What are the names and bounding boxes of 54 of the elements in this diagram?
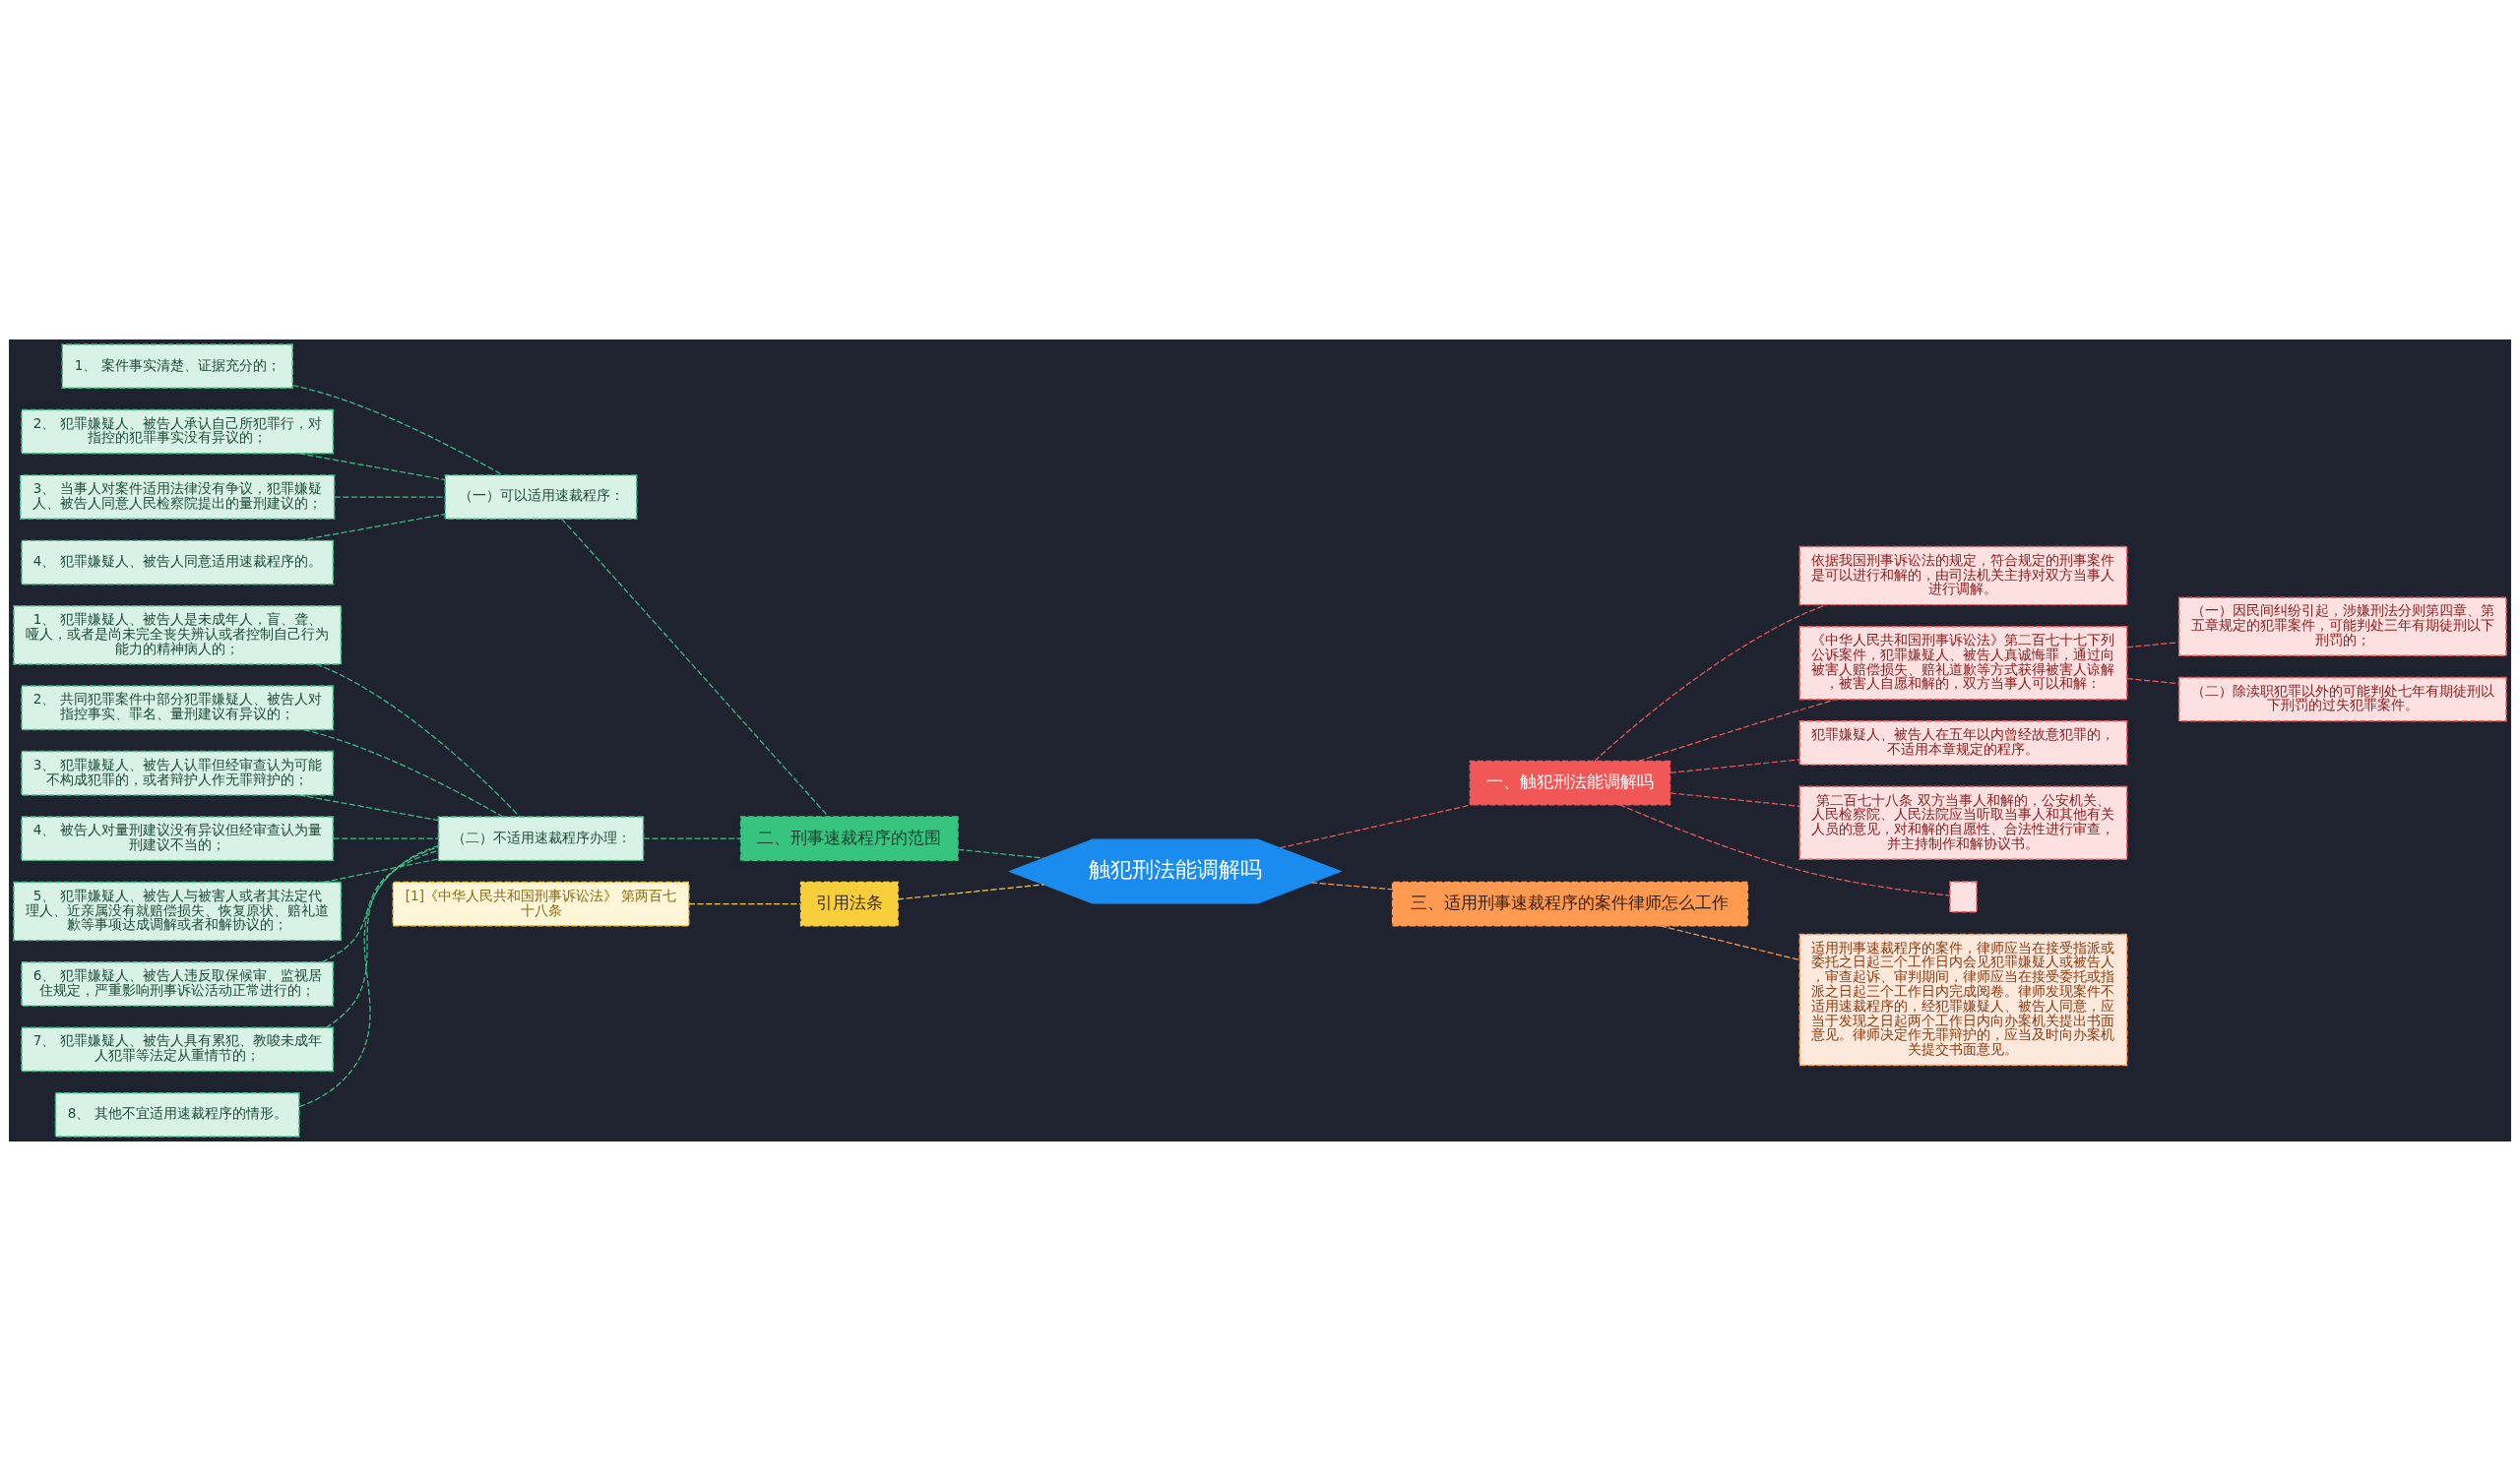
connector	[1638, 699, 1837, 762]
connector	[2126, 642, 2179, 648]
connector	[325, 846, 439, 1028]
node-box: 5、 犯罪嫌疑人、被告人与被害人或者其法定代理人、近亲属没有就赔偿损失、恢复原状、赔礼道歉等事项达成调解或者和解协议的；	[13, 881, 343, 942]
connector	[291, 384, 504, 476]
connector	[1279, 804, 1474, 849]
connector	[321, 849, 439, 963]
node-box: 犯罪嫌疑人、被告人在五年以内曾经故意犯罪的，不适用本章规定的程序。	[1798, 720, 2128, 766]
node-box: 7、 犯罪嫌疑人、被告人具有累犯、教唆未成年人犯罪等法定从重情节的；	[21, 1026, 335, 1073]
connector	[897, 884, 1045, 900]
node-box: 1、 案件事实清楚、证据充分的；	[61, 343, 293, 389]
connector	[315, 663, 521, 818]
connector	[561, 518, 830, 818]
node-box: 2、 犯罪嫌疑人、被告人承认自己所犯罪行，对指控的犯罪事实没有异议的；	[21, 408, 335, 455]
node-box: （二）不适用速裁程序办理：	[437, 816, 645, 862]
connector	[298, 513, 446, 541]
node-box: 《中华人民共和国刑事诉讼法》第二百七十七下列公诉案件，犯罪嫌疑人、被告人真诚悔罪，通过向被害人赔偿损失、赔礼道歉等方式获得被害人谅解，被害人自愿和解的，双方当事人可以和解：	[1798, 626, 2128, 701]
node-box: 依据我国刑事诉讼法的规定，符合规定的刑事案件是可以进行和解的，由司法机关主持对双方当事人进行调解。	[1798, 545, 2128, 606]
connector	[303, 728, 504, 818]
connector	[1594, 604, 1828, 762]
node-box: 第二百七十八条 双方当事人和解的，公安机关、人民检察院、人民法院应当听取当事人和其他有关人员的意见，对和解的自愿性、合法性进行审查，并主持制作和解协议书。	[1798, 785, 2128, 860]
connector	[1670, 792, 1800, 807]
connector	[957, 848, 1044, 859]
node-box: 4、 犯罪嫌疑人、被告人同意适用速裁程序的。	[21, 539, 335, 586]
connector	[1618, 804, 1951, 896]
node-box: 引用法条	[799, 881, 899, 927]
node-box	[1949, 881, 1978, 913]
node-box: 一、触犯刑法能调解吗	[1469, 760, 1671, 806]
connector	[688, 903, 802, 905]
connector	[1660, 925, 1800, 961]
connector	[298, 453, 446, 481]
node-box: 3、 当事人对案件适用法律没有争议，犯罪嫌疑人、被告人同意人民检察院提出的量刑建议的；	[20, 474, 336, 520]
connector	[334, 496, 446, 498]
connector	[2126, 678, 2179, 685]
connector	[643, 837, 741, 839]
node-box: 三、适用刑事速裁程序的案件律师怎么工作	[1391, 881, 1749, 927]
connector	[298, 844, 439, 1108]
node-box: （二）除渎职犯罪以外的可能判处七年有期徒刑以下刑罚的过失犯罪案件。	[2177, 676, 2507, 722]
node-box: [1]《中华人民共和国刑事诉讼法》 第两百七十八条	[392, 881, 690, 927]
connector	[322, 858, 439, 884]
connector	[1670, 759, 1800, 773]
node-box: （一）可以适用速裁程序：	[444, 474, 638, 520]
connector	[333, 837, 439, 839]
node-box: 3、 犯罪嫌疑人、被告人认罪但经审查认为可能不构成犯罪的，或者辩护人作无罪辩护的；	[21, 750, 335, 796]
node-box: 6、 犯罪嫌疑人、被告人违反取保候审、监视居住规定，严重影响刑事诉讼活动正常进行的；	[21, 961, 335, 1007]
node-box: 适用刑事速裁程序的案件，律师应当在接受指派或委托之日起三个工作日内会见犯罪嫌疑人或被告人，审查起诉、审判期间，律师应当在接受委托或指派之日起三个工作日内完成阅卷。律师发现案件不适用速裁程序的，经犯罪嫌疑人、被告人同意，应当于发现之日起两个工作日内向办案机关提出书面意见。律师决定作无罪辩护的，应当及时向办案机关提交书面意见。	[1798, 933, 2128, 1067]
node-box: 4、 被告人对量刑建议没有异议但经审查认为量刑建议不当的；	[21, 816, 335, 862]
node-box: （一）因民间纠纷引起，涉嫌刑法分则第四章、第五章规定的犯罪案件，可能判处三年有期徒刑以下刑罚的；	[2177, 596, 2507, 657]
connector	[1310, 882, 1393, 891]
node-box: 2、 共同犯罪案件中部分犯罪嫌疑人、被告人对指控事实、罪名、量刑建议有异议的；	[21, 685, 335, 731]
connector	[298, 794, 439, 822]
node-box: 1、 犯罪嫌疑人、被告人是未成年人，盲、聋、哑人，或者是尚未完全丧失辨认或者控制自己行为能力的精神病人的；	[13, 605, 343, 665]
node-box: 8、 其他不宜适用速裁程序的情形。	[54, 1092, 300, 1138]
node-box: 二、刑事速裁程序的范围	[739, 816, 959, 862]
